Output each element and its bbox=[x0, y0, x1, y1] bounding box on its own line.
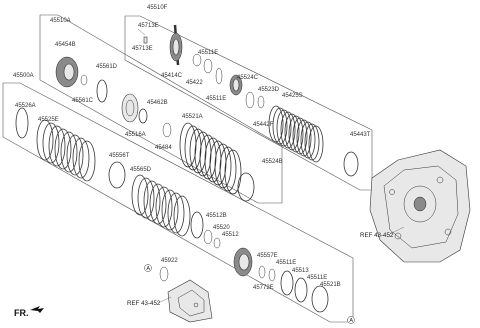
ring-45521B-icon bbox=[311, 285, 329, 313]
label-45511E-d: 45511E bbox=[307, 275, 327, 281]
clutch-pack-45565D-icon bbox=[131, 174, 191, 237]
label-45425S: 45425S bbox=[282, 93, 303, 99]
label-45557E: 45557E bbox=[257, 253, 278, 259]
ring-45556T-icon bbox=[108, 161, 126, 189]
ring-45526A-icon bbox=[15, 107, 29, 139]
label-45713E-a: 45713E bbox=[138, 23, 159, 29]
label-45523D: 45523D bbox=[258, 87, 280, 93]
label-45422: 45422 bbox=[186, 80, 203, 86]
ring-45511E-b-icon bbox=[215, 67, 223, 85]
label-45443T: 45443T bbox=[350, 132, 371, 138]
label-45500A: 45500A bbox=[13, 73, 34, 79]
ring-45520-icon bbox=[203, 229, 213, 245]
ring-45772E-icon bbox=[258, 265, 266, 279]
drum-45454B-icon bbox=[55, 56, 79, 88]
label-45772E: 45772E bbox=[253, 285, 274, 291]
ref-43-452-right[interactable]: REF 43-452 bbox=[360, 232, 394, 239]
box-45510A bbox=[39, 14, 283, 204]
label-45516A: 45516A bbox=[125, 132, 146, 138]
ring-45511E-icon bbox=[203, 58, 213, 74]
label-45524B: 45524B bbox=[262, 159, 283, 165]
callout-a-left-icon bbox=[144, 264, 152, 272]
label-45556T: 45556T bbox=[109, 153, 130, 159]
transmission-case-icon bbox=[369, 149, 471, 263]
ring-45462B-icon bbox=[138, 108, 148, 124]
label-45414C: 45414C bbox=[161, 73, 183, 79]
ring-45484-icon bbox=[162, 122, 172, 138]
hub-45557E-icon bbox=[233, 247, 253, 277]
ring-45442F-icon bbox=[257, 95, 265, 109]
label-45565D: 45565D bbox=[130, 167, 152, 173]
shaft-45414c-icon bbox=[169, 24, 183, 66]
label-45524C: 45524C bbox=[237, 75, 259, 81]
ring-45511E-c-icon bbox=[268, 268, 276, 282]
ring-45524B-icon bbox=[237, 172, 255, 202]
label-45510F: 45510F bbox=[147, 5, 168, 11]
ring-45561D-icon bbox=[96, 79, 108, 103]
label-45521B: 45521B bbox=[320, 282, 341, 288]
hub-45524C-icon bbox=[229, 74, 243, 96]
label-45512B: 45512B bbox=[206, 213, 227, 219]
ring-45422-icon bbox=[192, 53, 202, 67]
label-45561D: 45561D bbox=[96, 64, 118, 70]
label-45521A: 45521A bbox=[182, 114, 203, 120]
callout-a-right-text: A bbox=[349, 318, 353, 324]
label-45512: 45512 bbox=[222, 232, 239, 238]
ring-45511E-d-icon bbox=[294, 277, 308, 303]
clutch-pack-45521A-icon bbox=[179, 122, 242, 195]
label-45511E-b: 45511E bbox=[206, 96, 226, 102]
ring-45512-icon bbox=[213, 237, 221, 249]
label-45462B: 45462B bbox=[147, 100, 168, 106]
ring-45513-icon bbox=[280, 270, 294, 296]
label-45513: 45513 bbox=[292, 268, 309, 274]
label-45526A: 45526A bbox=[15, 103, 36, 109]
ring-45443T-icon bbox=[343, 151, 359, 177]
clutch-pack-45425s-icon bbox=[268, 105, 324, 163]
front-arrow-icon bbox=[30, 306, 44, 313]
label-45922: 45922 bbox=[161, 258, 178, 264]
label-45561C: 45561C bbox=[72, 98, 94, 104]
ring-45922-icon bbox=[159, 266, 169, 282]
label-45713E-b: 45713E bbox=[132, 46, 153, 52]
label-45511E-a: 45511E bbox=[198, 50, 218, 56]
piston-45516A-icon bbox=[121, 93, 139, 123]
label-45484: 45484 bbox=[155, 145, 172, 151]
clutch-pack-45525E-icon bbox=[36, 119, 96, 182]
ring-45523D-icon bbox=[245, 91, 255, 109]
label-45510A: 45510A bbox=[50, 18, 71, 24]
ring-45512B-icon bbox=[190, 211, 204, 239]
front-direction-label: FR. bbox=[14, 308, 29, 318]
callout-a-left-text: A bbox=[146, 266, 150, 272]
label-45442F: 45442F bbox=[253, 122, 274, 128]
label-45525E: 45525E bbox=[38, 117, 59, 123]
label-45454B: 45454B bbox=[55, 42, 76, 48]
ref-43-452-bottom[interactable]: REF 43-452 bbox=[127, 300, 161, 307]
label-45511E-c: 45511E bbox=[276, 260, 296, 266]
label-45520: 45520 bbox=[213, 225, 230, 231]
ring-45561C-icon bbox=[80, 74, 88, 86]
callout-a-right-icon bbox=[347, 316, 355, 324]
pin-icon bbox=[143, 36, 148, 44]
valve-body-housing-icon bbox=[167, 279, 213, 323]
